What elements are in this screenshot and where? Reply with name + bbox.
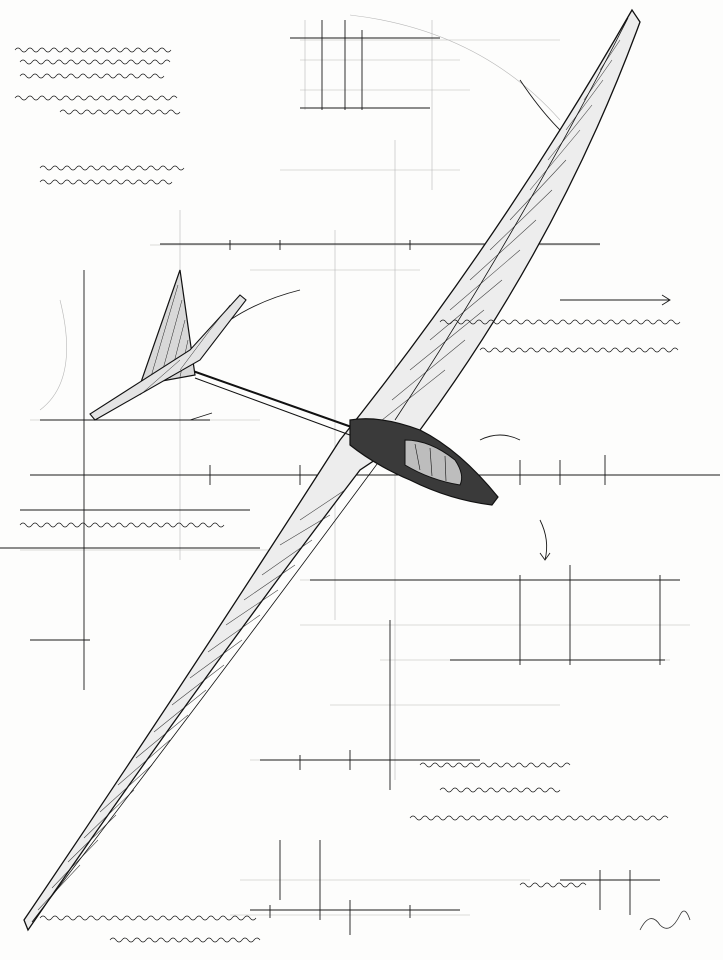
tail-boom xyxy=(189,369,361,439)
signature-mark xyxy=(639,910,691,931)
main-wing xyxy=(23,8,641,932)
script-annotations xyxy=(14,47,681,943)
annotation-arrows xyxy=(189,79,671,561)
horizontal-stabilizer xyxy=(89,294,247,421)
dimension-lines xyxy=(0,20,720,935)
fuselage xyxy=(349,418,499,506)
